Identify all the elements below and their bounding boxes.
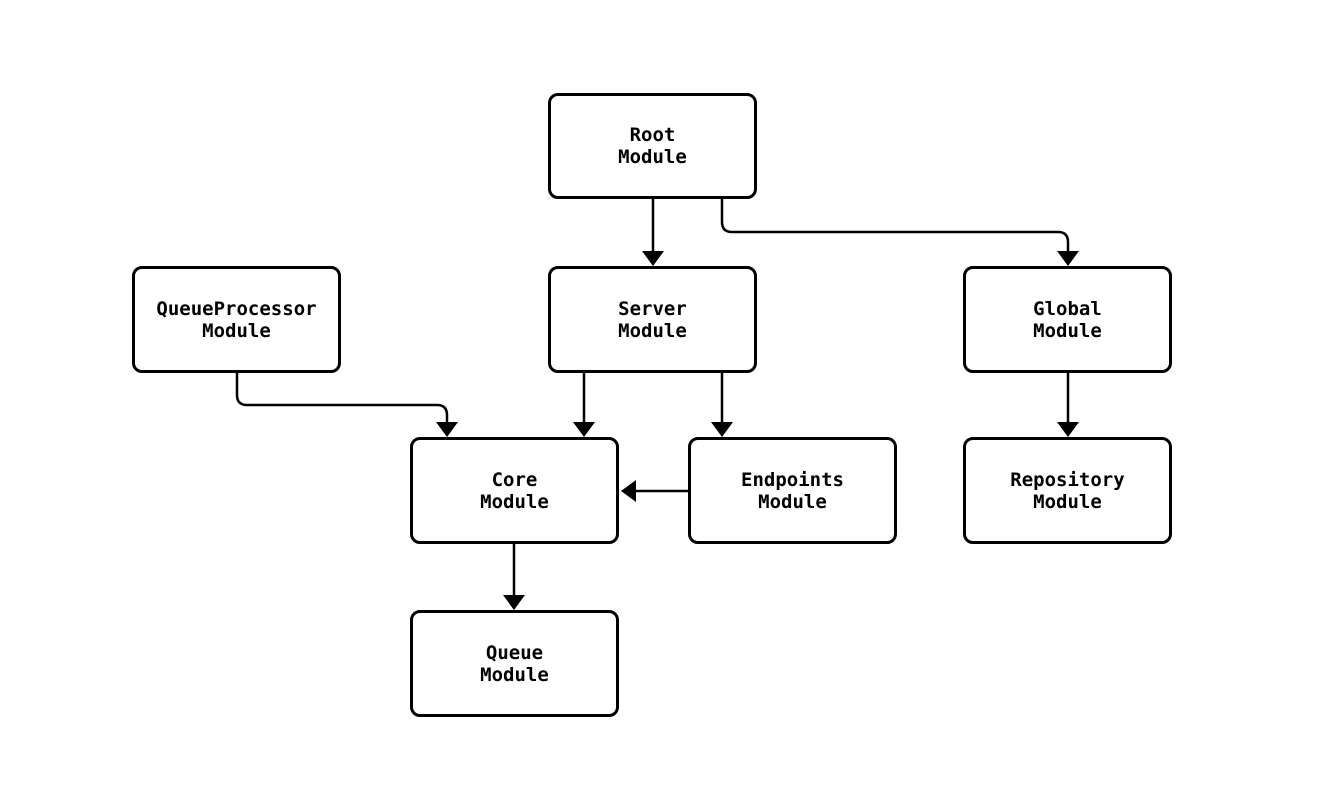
arrowhead-down-icon: [642, 251, 664, 266]
arrowhead-left-icon: [621, 480, 636, 502]
arrowhead-down-icon: [1057, 422, 1079, 437]
edge-global-to-repository: [1057, 373, 1079, 437]
arrowhead-down-icon: [711, 422, 733, 437]
arrowhead-down-icon: [503, 595, 525, 610]
node-queue-module-label: Queue Module: [480, 641, 549, 686]
edge-core-to-queue: [503, 544, 525, 610]
node-queue-processor-module-label: QueueProcessor Module: [156, 297, 317, 342]
node-root-module: Root Module: [548, 93, 757, 199]
edge-queue-processor-to-core: [235, 373, 458, 437]
node-endpoints-module-label: Endpoints Module: [741, 468, 844, 513]
node-server-module: Server Module: [548, 266, 757, 373]
edge-server-to-core: [573, 373, 595, 437]
node-server-module-label: Server Module: [618, 297, 687, 342]
node-core-module: Core Module: [410, 437, 619, 544]
node-global-module-label: Global Module: [1033, 297, 1102, 342]
edge-root-to-global: [720, 199, 1079, 266]
edge-server-to-endpoints: [711, 373, 733, 437]
node-repository-module-label: Repository Module: [1010, 468, 1125, 513]
arrowhead-down-icon: [573, 422, 595, 437]
node-global-module: Global Module: [963, 266, 1172, 373]
edge-endpoints-to-core: [621, 480, 688, 502]
node-queue-processor-module: QueueProcessor Module: [132, 266, 341, 373]
arrowhead-down-icon: [1057, 251, 1079, 266]
edge-root-to-server: [642, 199, 664, 266]
node-repository-module: Repository Module: [963, 437, 1172, 544]
node-core-module-label: Core Module: [480, 468, 549, 513]
arrowhead-down-icon: [436, 422, 458, 437]
node-endpoints-module: Endpoints Module: [688, 437, 897, 544]
node-root-module-label: Root Module: [618, 124, 687, 168]
node-queue-module: Queue Module: [410, 610, 619, 717]
